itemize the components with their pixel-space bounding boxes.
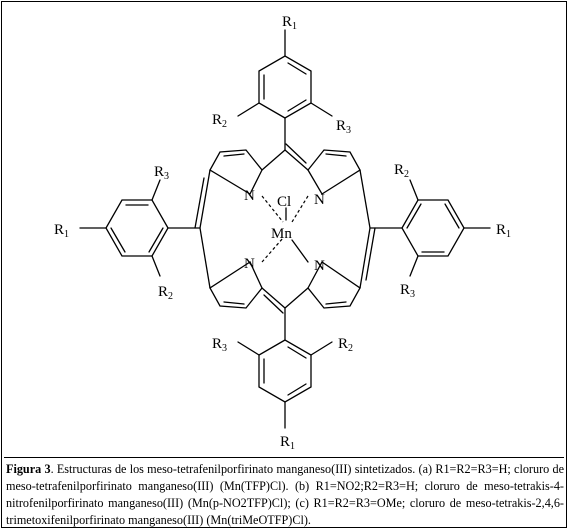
svg-text:3: 3: [410, 289, 415, 300]
nitrogen-label: N: [314, 192, 325, 208]
nitrogen-label: N: [244, 256, 255, 272]
svg-text:R: R: [282, 14, 292, 30]
manganese-label: Mn: [271, 226, 292, 242]
chlorine-label: Cl: [277, 194, 291, 210]
svg-text:3: 3: [222, 343, 227, 354]
svg-text:R: R: [154, 164, 164, 180]
svg-text:R: R: [400, 282, 410, 298]
nitrogen-label: N: [314, 258, 325, 274]
svg-text:R: R: [394, 162, 404, 178]
svg-text:R: R: [496, 222, 506, 238]
svg-text:3: 3: [346, 125, 351, 136]
svg-text:2: 2: [348, 343, 353, 354]
svg-text:2: 2: [222, 119, 227, 130]
svg-text:3: 3: [164, 171, 169, 182]
svg-text:2: 2: [168, 291, 173, 302]
figure-label: Figura 3: [6, 462, 51, 476]
svg-text:R: R: [212, 112, 222, 128]
svg-text:R: R: [338, 336, 348, 352]
nitrogen-label: N: [244, 188, 255, 204]
svg-text:R: R: [158, 284, 168, 300]
left-phenyl: [79, 179, 169, 277]
right-phenyl: [401, 179, 491, 277]
caption-separator: [4, 457, 564, 458]
svg-text:1: 1: [290, 441, 295, 452]
figure-caption: Figura 3. Estructuras de los meso-tetraf…: [6, 461, 564, 529]
svg-text:1: 1: [506, 229, 511, 240]
porphyrin-core: [167, 117, 403, 341]
svg-text:2: 2: [404, 169, 409, 180]
svg-text:R: R: [54, 222, 64, 238]
caption-text: . Estructuras de los meso-tetrafenilporf…: [6, 462, 564, 527]
bottom-phenyl: [237, 339, 333, 429]
svg-text:1: 1: [292, 21, 297, 32]
svg-text:1: 1: [64, 229, 69, 240]
top-phenyl: [237, 29, 333, 119]
svg-text:R: R: [280, 434, 290, 450]
svg-text:R: R: [212, 336, 222, 352]
svg-text:R: R: [336, 118, 346, 134]
atom-labels: N N N N Mn Cl: [244, 188, 325, 274]
